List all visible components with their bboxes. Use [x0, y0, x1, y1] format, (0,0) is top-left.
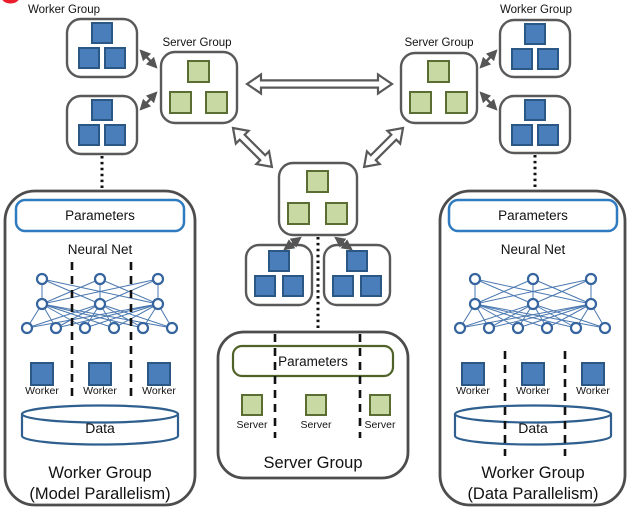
server-node — [325, 202, 348, 225]
worker-node — [537, 124, 559, 146]
worker-node — [268, 250, 290, 272]
server-node — [305, 394, 327, 416]
worker-node — [511, 48, 533, 70]
worker-node — [91, 22, 113, 44]
server-node — [287, 202, 310, 225]
worker-node — [332, 275, 354, 297]
worker-label: Worker — [83, 385, 117, 397]
server-node — [445, 91, 468, 114]
server-node — [241, 394, 263, 416]
data-cylinder — [20, 404, 180, 446]
worker-node — [104, 47, 126, 69]
worker-node — [88, 362, 112, 386]
top-left-worker-group-label: Worker Group — [28, 4, 100, 16]
server-label: Server — [237, 419, 268, 431]
server-node — [187, 60, 210, 83]
worker-node — [521, 362, 545, 386]
left-panel-worker-group: Parameters Neural Net Worker Worker Work… — [3, 189, 197, 507]
worker-node-box-top-left-1 — [65, 17, 139, 79]
worker-node — [254, 275, 276, 297]
worker-node-box-center-2 — [322, 243, 392, 307]
server-label: Server — [365, 419, 396, 431]
worker-node — [91, 99, 113, 121]
parameters-label: Parameters — [278, 354, 348, 369]
worker-node — [524, 99, 546, 121]
center-panel-server-group: Parameters Server Server Server Server G… — [216, 330, 410, 480]
left-panel-title: Worker Group — [48, 464, 151, 482]
worker-node — [78, 124, 100, 146]
server-label: Server — [301, 419, 332, 431]
server-group-box-center — [277, 161, 359, 237]
server-worker-arrow — [334, 236, 353, 251]
parameters-bar — [14, 198, 186, 233]
server-node — [306, 170, 329, 193]
parameters-label: Parameters — [65, 208, 135, 223]
red-dot-icon — [2, 0, 19, 4]
server-worker-arrow — [283, 236, 302, 251]
server-node — [369, 394, 391, 416]
neural-net-label: Neural Net — [501, 242, 566, 257]
server-group-box-left — [159, 50, 239, 125]
server-node — [427, 60, 450, 83]
worker-node — [147, 362, 171, 386]
worker-node-box-top-right-2 — [498, 94, 572, 155]
center-panel-title: Server Group — [263, 454, 362, 472]
worker-label: Worker — [576, 385, 610, 397]
worker-label: Worker — [516, 385, 550, 397]
server-node — [169, 91, 192, 114]
worker-node — [104, 124, 126, 146]
worker-node-box-center-1 — [244, 243, 314, 307]
worker-node — [78, 47, 100, 69]
parameters-label: Parameters — [498, 208, 568, 223]
data-label: Data — [85, 420, 115, 436]
server-worker-arrow — [479, 91, 498, 111]
worker-node — [524, 23, 546, 45]
worker-node-box-top-right-1 — [498, 18, 572, 79]
worker-label: Worker — [25, 385, 59, 397]
worker-node — [461, 362, 485, 386]
data-label: Data — [518, 420, 548, 436]
right-panel-worker-group: Parameters Neural Net Worker Worker Work… — [438, 189, 627, 507]
worker-node-box-top-left-2 — [65, 94, 139, 156]
top-right-worker-group-label: Worker Group — [500, 4, 572, 16]
parameters-bar — [447, 198, 619, 233]
worker-node — [581, 362, 605, 386]
worker-label: Worker — [456, 385, 490, 397]
server-node — [205, 91, 228, 114]
server-sync-arrow-horizontal — [245, 72, 394, 96]
worker-node — [346, 250, 368, 272]
server-sync-arrow-left-diagonal — [231, 126, 274, 169]
right-panel-title: Worker Group — [481, 464, 584, 482]
server-worker-arrow — [479, 49, 498, 69]
worker-server-arrow — [139, 49, 158, 69]
worker-node — [282, 275, 304, 297]
worker-node — [360, 275, 382, 297]
neural-net-label: Neural Net — [68, 242, 133, 257]
right-panel-subtitle: (Data Parallelism) — [467, 485, 598, 503]
server-sync-arrow-right-diagonal — [362, 126, 405, 169]
worker-node — [511, 124, 533, 146]
worker-label: Worker — [142, 385, 176, 397]
top-left-server-group-label: Server Group — [162, 37, 231, 49]
server-node — [409, 91, 432, 114]
neural-net-graphic — [453, 272, 612, 335]
neural-net-graphic — [20, 272, 179, 335]
server-group-box-right — [399, 51, 479, 125]
worker-node — [537, 48, 559, 70]
left-panel-subtitle: (Model Parallelism) — [29, 485, 170, 503]
data-cylinder — [453, 404, 613, 446]
top-right-server-group-label: Server Group — [404, 37, 473, 49]
worker-server-arrow — [139, 91, 158, 111]
parameters-bar — [231, 344, 395, 378]
worker-node — [30, 362, 54, 386]
